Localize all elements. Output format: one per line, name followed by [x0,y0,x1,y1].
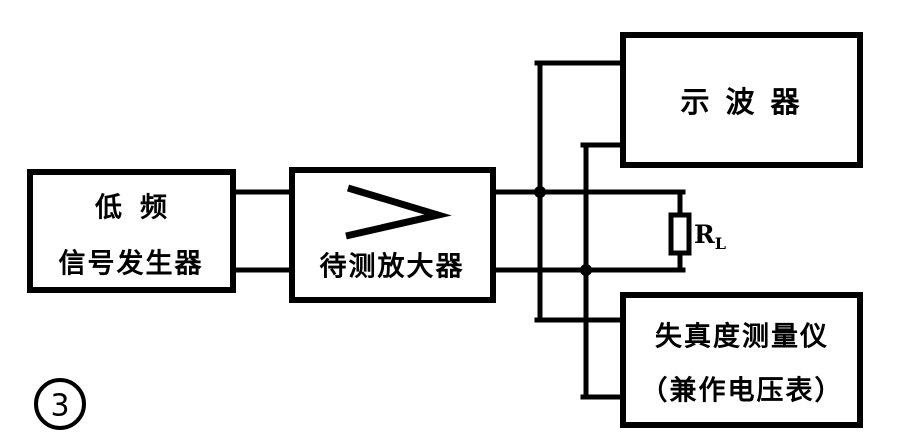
block-amplifier-under-test[interactable]: 待测放大器 [289,167,496,303]
distortion-meter-label-line1: 失真度测量仪 [655,321,829,353]
signal-generator-box [27,169,236,293]
signal-generator-label-line2: 信号发生器 [59,248,204,280]
oscilloscope-label: 示波器 [680,85,815,119]
oscilloscope-box [620,32,863,168]
signal-generator-label-line1: 低频 [94,193,185,224]
junction-dot-ground-node [580,264,592,276]
component-load-resistor[interactable]: RL [668,212,726,256]
load-resistor-subscript: L [715,234,726,253]
distortion-meter-box [620,292,863,428]
junction-dot-signal-node [534,186,546,198]
load-resistor-label: RL [694,220,726,253]
amplifier-label: 待测放大器 [320,251,465,283]
amplifier-triangle-icon [345,184,452,240]
block-signal-generator[interactable]: 低频 信号发生器 [27,169,236,293]
figure-number-circle [34,378,86,430]
block-distortion-meter[interactable]: 失真度测量仪 （兼作电压表） [620,292,863,428]
figure-number-text: 3 [50,389,69,424]
load-resistor-symbol [668,212,692,256]
distortion-meter-label-line2: （兼作电压表） [641,375,844,407]
figure-number: 3 [34,378,86,430]
amplifier-box [289,167,496,303]
load-resistor-letter: R [694,220,715,249]
block-oscilloscope[interactable]: 示波器 [620,32,863,168]
